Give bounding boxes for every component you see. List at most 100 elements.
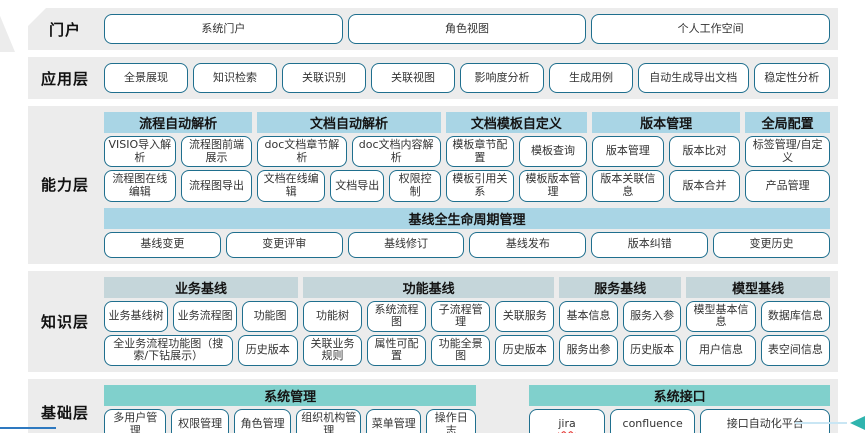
module-button[interactable]: 影响度分析 — [460, 63, 544, 93]
module-button[interactable]: 历史版本 — [622, 334, 682, 367]
module-button[interactable]: 全景展现 — [104, 63, 188, 93]
module-button[interactable]: 功能图 — [242, 300, 298, 332]
bottom-left-line — [0, 427, 56, 429]
module-button[interactable]: 自动生成导出文档 — [638, 63, 749, 93]
module-button[interactable]: 服务出参 — [559, 334, 618, 367]
module-button[interactable]: 功能全景图 — [431, 334, 491, 367]
module-button[interactable]: 历史版本 — [495, 334, 555, 367]
layer-content-portal: 系统门户角色视图个人工作空间 — [102, 8, 838, 50]
layer-knowledge: 知识层业务基线业务基线树业务流程图功能图全业务流程功能图（搜索/下钻展示）历史版… — [28, 270, 838, 373]
module-button[interactable]: 基线发布 — [469, 231, 587, 258]
module-button[interactable]: 功能树 — [302, 300, 362, 332]
module-button[interactable]: 产品管理 — [745, 170, 831, 202]
group-global-config: 全局配置标签管理/自定义产品管理 — [745, 112, 831, 202]
module-button[interactable]: 关联业务规则 — [302, 334, 362, 367]
module-button[interactable]: 属性可配置 — [367, 334, 427, 367]
module-button[interactable]: 全业务流程功能图（搜索/下钻展示） — [104, 334, 233, 367]
spacer — [481, 385, 524, 433]
module-button[interactable]: 接口自动化平台 — [700, 409, 830, 433]
module-button[interactable]: 模板引用关系 — [445, 170, 514, 202]
architecture-diagram: 门户系统门户角色视图个人工作空间应用层全景展现知识检索关联识别关联视图影响度分析… — [28, 8, 838, 433]
module-button[interactable]: 版本纠错 — [591, 231, 709, 258]
module-button[interactable]: 菜单管理 — [366, 409, 422, 433]
module-button[interactable]: 权限控制 — [389, 170, 441, 202]
group-business-baseline: 业务基线业务基线树业务流程图功能图全业务流程功能图（搜索/下钻展示）历史版本 — [104, 276, 298, 367]
bottom-right-line — [795, 422, 847, 424]
module-button[interactable]: 个人工作空间 — [591, 14, 831, 44]
module-button[interactable]: 数据库信息 — [760, 300, 831, 332]
module-button[interactable]: 流程图在线编辑 — [104, 170, 176, 202]
left-arrow-icon — [850, 416, 865, 430]
module-button[interactable]: 权限管理 — [171, 409, 229, 433]
group-application-buttons: 全景展现知识检索关联识别关联视图影响度分析生成用例自动生成导出文档稳定性分析 — [104, 63, 830, 93]
module-button[interactable]: 子流程管理 — [431, 300, 491, 332]
module-button[interactable]: 流程图前端展示 — [180, 136, 253, 168]
module-button[interactable]: 角色管理 — [233, 409, 292, 433]
layer-label-portal: 门户 — [48, 20, 81, 39]
module-button[interactable]: 组织机构管理 — [296, 409, 362, 433]
module-button[interactable]: 版本比对 — [668, 136, 741, 168]
module-button[interactable]: 模板章节配置 — [445, 136, 514, 168]
group-header-process-auto-parse: 流程自动解析 — [104, 112, 253, 133]
group-baseline-lifecycle: 基线全生命周期管理基线变更变更评审基线修订基线发布版本纠错变更历史 — [104, 207, 830, 258]
group-header-global-config: 全局配置 — [745, 112, 831, 133]
module-button[interactable]: 服务入参 — [622, 300, 682, 332]
module-button[interactable]: 生成用例 — [549, 63, 633, 93]
module-button[interactable]: 用户信息 — [686, 334, 756, 367]
group-portal-buttons: 系统门户角色视图个人工作空间 — [104, 14, 831, 44]
module-button[interactable]: doc文档内容解析 — [351, 136, 441, 168]
group-service-baseline: 服务基线基本信息服务入参服务出参历史版本 — [559, 276, 682, 367]
module-button[interactable]: 版本合并 — [668, 170, 741, 202]
module-button[interactable]: 关联视图 — [371, 63, 455, 93]
group-doc-template-custom: 文档模板自定义模板章节配置模板查询模板引用关系模板版本管理 — [445, 112, 588, 202]
module-button[interactable]: confluence — [609, 409, 696, 433]
module-button[interactable]: 文档导出 — [330, 170, 385, 202]
layer-content-application: 全景展现知识检索关联识别关联视图影响度分析生成用例自动生成导出文档稳定性分析 — [102, 57, 838, 99]
group-header-business-baseline: 业务基线 — [104, 276, 298, 298]
module-button[interactable]: 版本管理 — [592, 136, 664, 168]
group-header-function-baseline: 功能基线 — [302, 276, 555, 298]
module-button[interactable]: 业务流程图 — [173, 300, 238, 332]
module-button[interactable]: doc文档章节解析 — [257, 136, 347, 168]
layer-content-capability: 流程自动解析 VISIO导入解析流程图前端展示流程图在线编辑流程图导出文档自动解析… — [102, 106, 838, 264]
group-function-baseline: 功能基线功能树系统流程图子流程管理关联服务关联业务规则属性可配置功能全景图历史版… — [302, 276, 555, 367]
module-button[interactable]: 变更评审 — [225, 231, 343, 258]
group-system-management: 系统管理多用户管理权限管理角色管理组织机构管理菜单管理操作日志 — [104, 385, 477, 433]
module-button[interactable]: 模型基本信息 — [686, 300, 756, 332]
module-button[interactable]: 基线修订 — [347, 231, 465, 258]
module-button[interactable]: 表空间信息 — [760, 334, 831, 367]
module-button[interactable]: 关联服务 — [495, 300, 555, 332]
layer-portal: 门户 系统门户角色视图个人工作空间 — [28, 8, 838, 50]
group-version-management: 版本管理版本管理版本比对版本关联信息版本合并 — [592, 112, 741, 202]
module-button[interactable]: 标签管理/自定义 — [745, 136, 831, 168]
module-button[interactable]: 多用户管理 — [104, 409, 167, 433]
module-button[interactable]: 关联识别 — [282, 63, 366, 93]
group-process-auto-parse: 流程自动解析 VISIO导入解析流程图前端展示流程图在线编辑流程图导出 — [104, 112, 253, 202]
module-button[interactable]: jira — [529, 409, 605, 433]
module-button[interactable]: 模板版本管理 — [518, 170, 588, 202]
module-button[interactable]: 变更历史 — [713, 231, 830, 258]
module-button[interactable]: 系统门户 — [104, 14, 343, 44]
module-button[interactable]: VISIO导入解析 — [104, 136, 176, 168]
module-button[interactable]: 模板查询 — [518, 136, 588, 168]
module-button[interactable]: 操作日志 — [426, 409, 477, 433]
module-button[interactable]: 系统流程图 — [367, 300, 427, 332]
module-button[interactable]: 角色视图 — [347, 14, 587, 44]
module-button[interactable]: 历史版本 — [237, 334, 298, 367]
layer-label-base: 基础层 — [40, 404, 89, 423]
module-button[interactable]: 知识检索 — [193, 63, 277, 93]
group-header-baseline-lifecycle: 基线全生命周期管理 — [104, 207, 830, 229]
module-button[interactable]: 版本关联信息 — [592, 170, 664, 202]
module-button[interactable]: 基本信息 — [559, 300, 618, 332]
module-button[interactable]: 流程图导出 — [180, 170, 253, 202]
group-header-service-baseline: 服务基线 — [559, 276, 682, 298]
module-button[interactable]: 文档在线编辑 — [257, 170, 326, 202]
module-button[interactable]: 稳定性分析 — [753, 63, 830, 93]
module-button[interactable]: 基线变更 — [104, 231, 221, 258]
group-header-system-interface: 系统接口 — [529, 385, 830, 407]
module-button[interactable]: 业务基线树 — [104, 300, 169, 332]
